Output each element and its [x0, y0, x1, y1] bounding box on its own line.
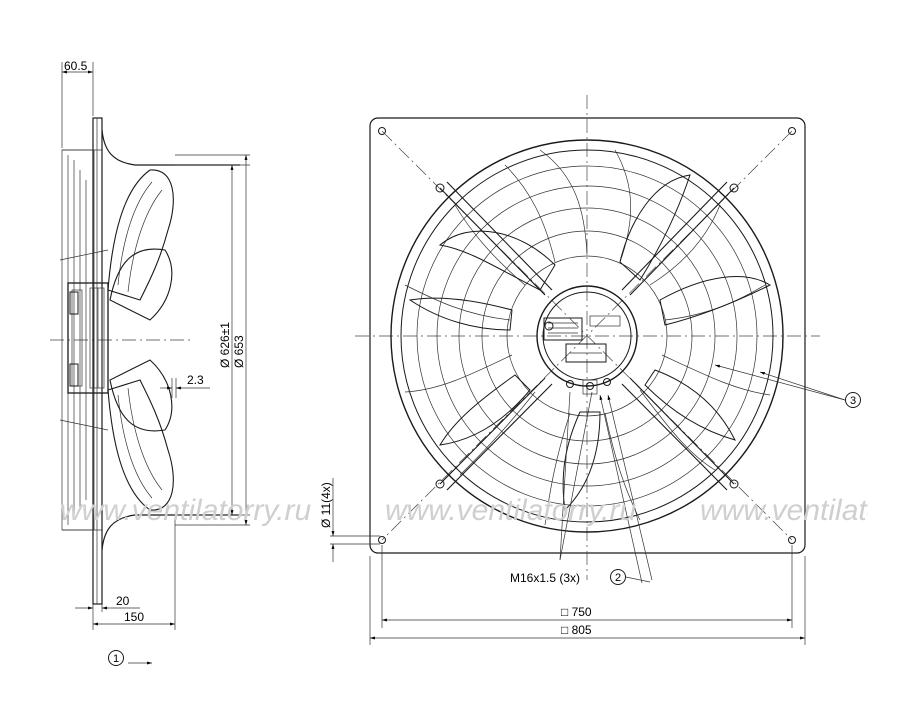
dim-flange-depth: 20	[116, 594, 130, 608]
front-view	[355, 95, 820, 580]
dim-outer-diameter: Ø 653	[232, 335, 246, 368]
callout-1: 1	[113, 653, 119, 665]
dim-plate-size: □ 805	[561, 623, 592, 637]
dim-blade-gap: 2.3	[187, 373, 204, 387]
front-view-dimensions: □ 750 □ 805 Ø 11(4x) M16x1.5 (3x) 2 3	[319, 364, 861, 645]
thread-label: M16x1.5 (3x)	[510, 571, 580, 585]
callout-3: 3	[850, 395, 856, 407]
dim-top-depth: 60.5	[64, 59, 88, 73]
watermark-crop	[868, 480, 916, 540]
dim-inner-diameter: Ø 626±1	[218, 322, 232, 368]
dim-total-depth: 150	[124, 610, 144, 624]
watermark: www.ventilatorry.ru www.ventilatorry.ru …	[60, 494, 916, 527]
watermark-text-1: www.ventilatorry.ru	[60, 494, 311, 527]
watermark-text-2: www.ventilatorry.ru	[385, 494, 636, 527]
side-view	[50, 117, 240, 605]
callout-2: 2	[615, 572, 621, 584]
dim-hole-diameter: Ø 11(4x)	[319, 482, 333, 528]
side-view-dimensions: 60.5 Ø 626±1 Ø 653 2.3 20 150 1	[61, 59, 250, 666]
dim-hole-pitch: □ 750	[561, 605, 592, 619]
